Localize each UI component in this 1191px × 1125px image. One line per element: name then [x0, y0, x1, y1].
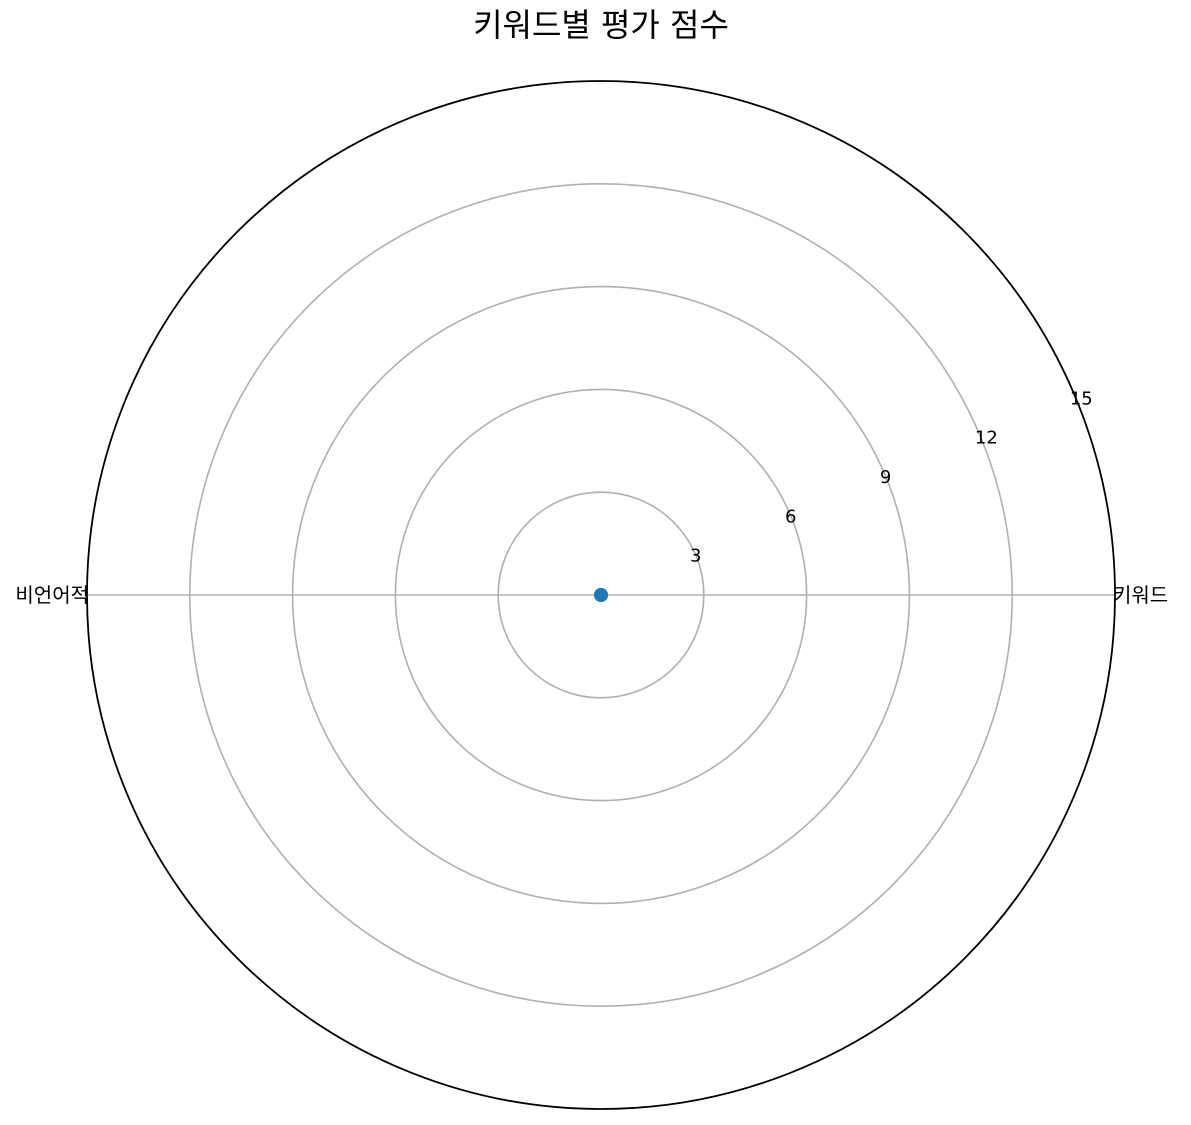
outer-frame [86, 80, 1116, 1110]
rtick-label: 3 [690, 546, 701, 567]
outer-circle [86, 80, 1116, 1110]
category-labels: 키워드 비언어적 [15, 583, 1168, 607]
chart-title: 키워드별 평가 점수 [473, 6, 729, 44]
rtick-label: 9 [880, 467, 891, 488]
radial-tick-labels: 3 6 9 12 15 [690, 388, 1093, 566]
rtick-label: 6 [785, 506, 796, 527]
rtick-label: 12 [975, 428, 998, 449]
category-label: 키워드 [1113, 583, 1168, 607]
rtick-label: 15 [1070, 388, 1093, 409]
data-point [594, 588, 608, 602]
category-label: 비언어적 [15, 583, 89, 607]
series-layer [594, 588, 608, 602]
